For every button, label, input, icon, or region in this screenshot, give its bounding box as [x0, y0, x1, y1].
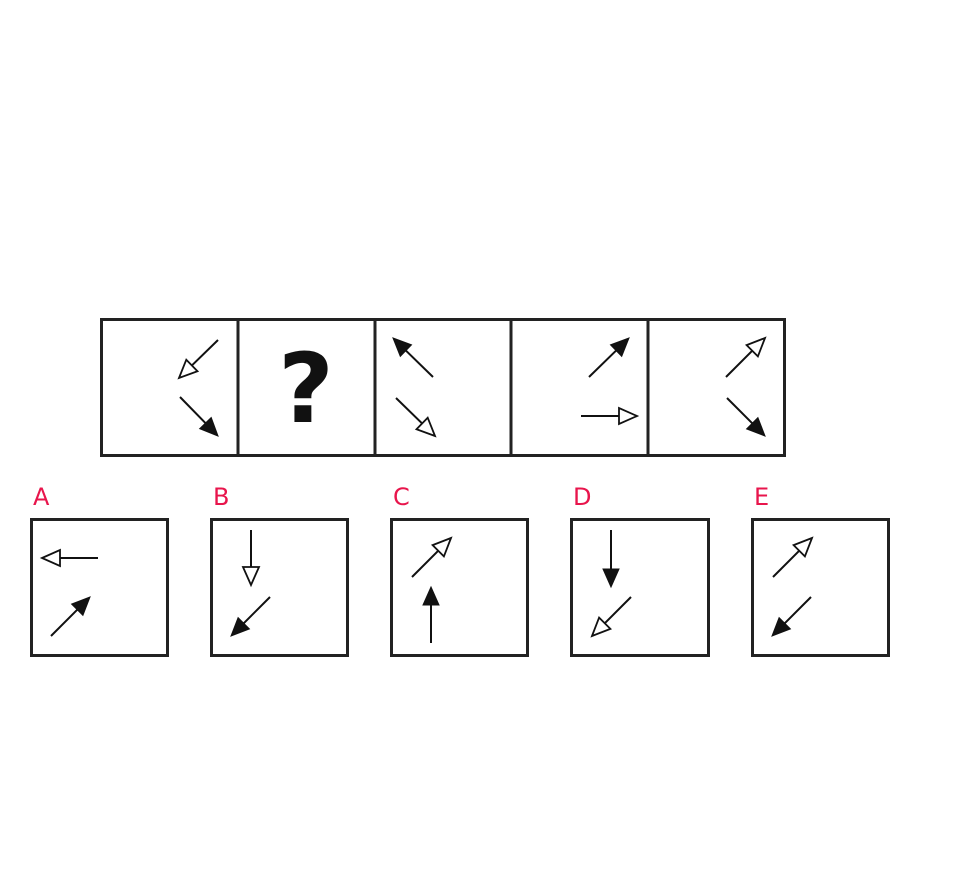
arrowhead-filled: [230, 616, 251, 637]
option-e-box[interactable]: [751, 518, 890, 657]
sequence-strip: ?: [100, 318, 786, 457]
arrowhead-open: [791, 536, 814, 559]
option-d-box[interactable]: [570, 518, 710, 657]
sequence-cell-1: [177, 339, 219, 437]
arrow-icon: [230, 596, 271, 637]
arrow-icon: [392, 337, 434, 378]
option-d[interactable]: D: [570, 483, 710, 657]
arrow-shaft: [191, 339, 219, 367]
arrowhead-open: [241, 566, 261, 588]
arrowhead-filled: [602, 568, 620, 589]
arrowhead-filled: [70, 596, 91, 617]
option-a[interactable]: A: [30, 483, 169, 657]
arrowhead-filled: [745, 416, 766, 437]
arrowhead-open: [590, 615, 613, 638]
question-mark: ?: [278, 333, 334, 445]
arrowhead-open: [618, 406, 640, 426]
arrow-icon: [602, 530, 620, 589]
sequence-cell-3: [392, 337, 437, 438]
arrow-shaft: [588, 349, 617, 378]
arrowhead-filled: [609, 337, 630, 358]
option-label-b: B: [213, 483, 229, 511]
arrow-icon: [725, 336, 767, 378]
sequence-cell-4: [581, 337, 640, 426]
arrow-shaft: [784, 596, 812, 624]
sequence-strip-frame: [100, 318, 786, 457]
answer-options: A B C D E: [30, 483, 890, 657]
option-label-a: A: [33, 483, 50, 511]
arrow-icon: [422, 585, 440, 643]
arrow-icon: [588, 337, 630, 378]
option-label-e: E: [754, 483, 769, 511]
arrow-shaft: [50, 609, 78, 637]
arrow-icon: [177, 339, 219, 380]
arrowhead-open: [39, 548, 61, 568]
option-b[interactable]: B: [210, 483, 349, 657]
sequence-cell-2: ?: [278, 333, 334, 445]
option-label-c: C: [393, 483, 410, 511]
arrowhead-filled: [392, 337, 413, 358]
arrow-shaft: [725, 350, 753, 378]
arrow-shaft: [405, 349, 434, 378]
arrow-shaft: [604, 596, 632, 624]
arrowhead-open: [177, 358, 200, 380]
arrowhead-open: [430, 536, 453, 559]
option-e[interactable]: E: [751, 483, 890, 657]
arrow-shaft: [772, 550, 800, 578]
arrow-icon: [241, 530, 261, 588]
option-a-box[interactable]: [30, 518, 169, 657]
arrow-shaft: [179, 396, 207, 424]
arrow-icon: [726, 397, 766, 437]
sequence-cell-5: [725, 336, 767, 437]
arrowhead-filled: [771, 616, 792, 637]
option-b-box[interactable]: [210, 518, 349, 657]
arrow-icon: [771, 596, 812, 637]
arrow-icon: [39, 548, 98, 568]
arrow-shaft: [411, 550, 439, 578]
arrow-icon: [772, 536, 814, 578]
arrow-icon: [581, 406, 640, 426]
arrowhead-filled: [198, 416, 219, 437]
arrow-icon: [179, 396, 219, 437]
option-c[interactable]: C: [390, 483, 529, 657]
arrow-shaft: [243, 596, 271, 624]
arrow-icon: [411, 536, 453, 578]
option-c-box[interactable]: [390, 518, 529, 657]
arrow-icon: [590, 596, 632, 638]
option-label-d: D: [573, 483, 591, 511]
arrow-shaft: [395, 397, 423, 425]
arrowhead-open: [414, 416, 437, 438]
arrow-icon: [395, 397, 437, 438]
arrowhead-filled: [422, 585, 440, 606]
arrowhead-open: [744, 336, 767, 359]
arrow-icon: [50, 596, 91, 637]
arrow-shaft: [726, 397, 753, 424]
